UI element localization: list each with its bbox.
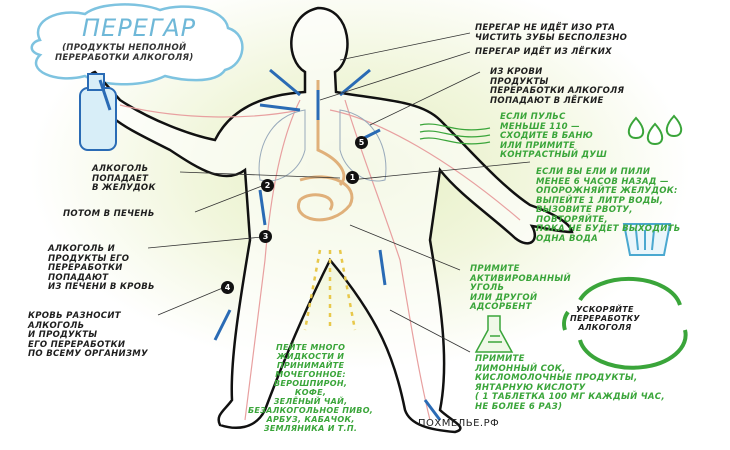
note-mouth: ПЕРЕГАР НЕ ИДЁТ ИЗО РТА ЧИСТИТЬ ЗУБЫ БЕС…	[475, 23, 628, 43]
water-glass-icon	[622, 223, 672, 256]
tip-acid: ПРИМИТЕ ЛИМОННЫЙ СОК, КИСЛОМОЛОЧНЫЕ ПРОД…	[475, 354, 665, 412]
body-outline	[88, 6, 574, 434]
step-marker-3: 3	[259, 230, 272, 243]
steam-waves-icon	[419, 123, 491, 145]
step-marker-2: 2	[261, 179, 274, 192]
water-drops-icon	[627, 114, 683, 146]
leader-lines	[147, 32, 531, 353]
note-lungs: ПЕРЕГАР ИДЁТ ИЗ ЛЁГКИХ	[475, 47, 612, 57]
note-blood-to-lungs: ИЗ КРОВИ ПРОДУКТЫ ПЕРЕРАБОТКИ АЛКОГОЛЯ П…	[490, 67, 625, 106]
step-marker-5: 5	[355, 136, 368, 149]
tip-cycle: УСКОРЯЙТЕ ПЕРЕРАБОТКУ АЛКОГОЛЯ	[570, 305, 640, 332]
tip-fluids: ПЕЙТЕ МНОГО ЖИДКОСТИ И ПРИНИМАЙТЕ МОЧЕГО…	[248, 343, 374, 433]
watermark: ПОХМЕЛЬЕ.РФ	[418, 418, 500, 429]
flask-icon	[474, 315, 514, 353]
tip-adsorbent: ПРИМИТЕ АКТИВИРОВАННЫЙ УГОЛЬ ИЛИ ДРУГОЙ …	[470, 264, 571, 312]
page-title: ПЕРЕГАР	[82, 14, 197, 42]
step-marker-1: 1	[346, 171, 359, 184]
note-to-blood: АЛКОГОЛЬ И ПРОДУКТЫ ЕГО ПЕРЕРАБОТКИ ПОПА…	[48, 244, 155, 292]
urine-drops-icon	[303, 249, 357, 331]
note-liver: ПОТОМ В ПЕЧЕНЬ	[63, 209, 155, 219]
cycle-arrows-icon	[562, 276, 688, 370]
page-subtitle: (ПРОДУКТЫ НЕПОЛНОЙ ПЕРЕРАБОТКИ АЛКОГОЛЯ)	[55, 43, 194, 63]
note-stomach: АЛКОГОЛЬ ПОПАДАЕТ В ЖЕЛУДОК	[92, 164, 156, 193]
flow-arrows	[98, 68, 442, 421]
lungs	[258, 109, 387, 182]
tip-sauna: ЕСЛИ ПУЛЬС МЕНЬШЕ 110 — СХОДИТЕ В БАНЮ И…	[500, 112, 608, 160]
title-cloud	[30, 3, 244, 86]
step-marker-4: 4	[221, 281, 234, 294]
intestines	[296, 175, 354, 222]
bottle-icon	[79, 73, 117, 151]
tip-empty-stomach: ЕСЛИ ВЫ ЕЛИ И ПИЛИ МЕНЕЕ 6 ЧАСОВ НАЗАД —…	[536, 167, 681, 244]
esophagus	[316, 80, 346, 187]
note-circulation: КРОВЬ РАЗНОСИТ АЛКОГОЛЬ И ПРОДУКТЫ ЕГО П…	[28, 311, 148, 359]
